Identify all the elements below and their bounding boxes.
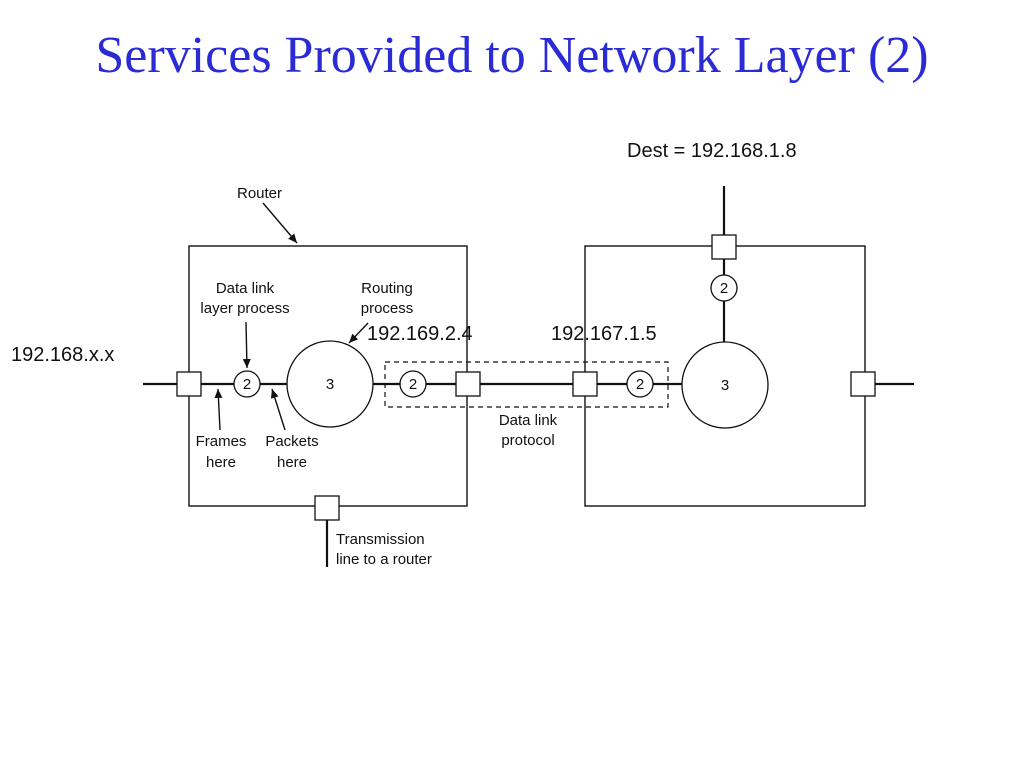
interface-left-out: [455, 371, 481, 397]
dl-protocol-label-2: protocol: [501, 432, 554, 449]
interface-left-in: [176, 371, 202, 397]
ip-right-router-label: 192.167.1.5: [551, 323, 657, 345]
slide-title: Services Provided to Network Layer (2): [95, 27, 929, 84]
dest-label: Dest = 192.168.1.8: [627, 140, 797, 162]
dl-number-left-out: 2: [409, 376, 417, 393]
routing-number-left: 3: [326, 376, 334, 393]
data-link-protocol-box: [384, 361, 669, 408]
routing-number-right: 3: [721, 377, 729, 394]
dl-number-right-top: 2: [720, 280, 728, 297]
dl-process-left-in: [233, 370, 261, 398]
routing-process-right: [681, 341, 769, 429]
routing-process-left: [286, 340, 374, 428]
dl-process-right-in: [626, 370, 654, 398]
router-label: Router: [237, 185, 282, 202]
interface-right-out: [850, 371, 876, 397]
data-link-arrow: [242, 321, 251, 369]
routing-arrow: [348, 322, 369, 344]
interface-right-top: [711, 234, 737, 260]
packets-label-1: Packets: [265, 433, 318, 450]
dl-process-right-top: [710, 274, 738, 302]
router-arrow: [262, 202, 298, 244]
packets-arrow: [270, 388, 286, 431]
dl-number-right-in: 2: [636, 376, 644, 393]
frames-label-1: Frames: [196, 433, 247, 450]
data-link-label-1: Data link: [216, 280, 275, 297]
dl-number-left-in: 2: [243, 376, 251, 393]
ip-local-label: 192.168.x.x: [11, 344, 114, 366]
transmission-label-2: line to a router: [336, 551, 432, 568]
transmission-label-1: Transmission: [336, 531, 425, 548]
packets-label-2: here: [277, 454, 307, 471]
routing-label-1: Routing: [361, 280, 413, 297]
interface-left-bottom: [314, 495, 340, 521]
routing-label-2: process: [361, 300, 414, 317]
interface-right-in: [572, 371, 598, 397]
frames-label-2: here: [206, 454, 236, 471]
dl-process-left-out: [399, 370, 427, 398]
dl-protocol-label-1: Data link: [499, 412, 558, 429]
data-link-label-2: layer process: [200, 300, 289, 317]
ip-left-router-label: 192.169.2.4: [367, 323, 473, 345]
frames-arrow: [214, 388, 223, 431]
